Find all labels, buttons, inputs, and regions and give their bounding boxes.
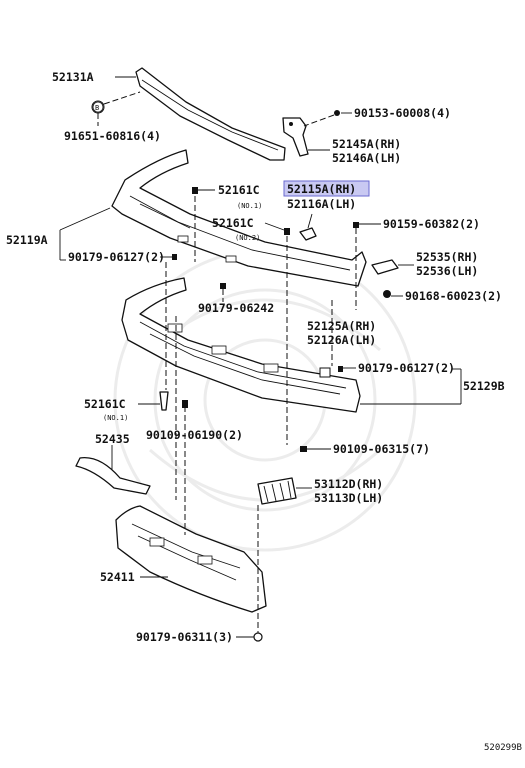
label-52161C-3: 52161C xyxy=(84,397,126,411)
label-52146A: 52146A(LH) xyxy=(332,151,401,165)
reinforcement-bar-52131A xyxy=(115,67,286,161)
nut-90179-06242 xyxy=(220,283,226,302)
screw-90168 xyxy=(383,290,403,298)
label-52129B: 52129B xyxy=(463,379,505,393)
label-90179-06127-b: 90179-06127(2) xyxy=(358,361,455,375)
bracket-52535 xyxy=(371,259,414,275)
label-52115A: 52115A(RH) xyxy=(287,182,356,196)
label-52435: 52435 xyxy=(95,432,130,446)
bracket-52115A xyxy=(299,213,317,241)
part-52125A xyxy=(319,366,356,378)
label-90179-06127-a: 90179-06127(2) xyxy=(68,250,165,264)
label-52131A: 52131A xyxy=(52,70,94,84)
label-52535: 52535(RH) xyxy=(416,250,478,264)
bumper-reinforcement-52129B xyxy=(121,277,462,413)
bracket-52145A xyxy=(282,117,330,157)
label-52161C-3-note: (NO.1) xyxy=(103,414,128,422)
label-90109-06190: 90109-06190(2) xyxy=(146,428,243,442)
label-52411: 52411 xyxy=(100,570,135,584)
label-52536: 52536(LH) xyxy=(416,264,478,278)
grille-53112D xyxy=(257,477,312,505)
label-91651: 91651-60816(4) xyxy=(64,129,161,143)
b-marker-letter: B xyxy=(95,104,99,112)
assembly-dash-lines xyxy=(165,196,357,633)
label-90179-06242: 90179-06242 xyxy=(198,301,274,315)
bumper-cover-52119A xyxy=(111,149,367,287)
label-52126A: 52126A(LH) xyxy=(307,333,376,347)
label-52161C-2: 52161C xyxy=(212,216,254,230)
label-90153: 90153-60008(4) xyxy=(354,106,451,120)
b-marker: B xyxy=(92,101,104,113)
reference-code: 520299B xyxy=(484,743,522,753)
leader-52119A xyxy=(59,207,177,261)
label-52161C-1-note: (NO.1) xyxy=(237,202,262,210)
label-90179-06311: 90179-06311(3) xyxy=(136,630,233,644)
clip-52161C-no2 xyxy=(264,222,290,235)
label-90159: 90159-60382(2) xyxy=(383,217,480,231)
bolt-90109-06190 xyxy=(182,400,188,408)
label-90109-06315: 90109-06315(7) xyxy=(333,442,430,456)
bolt-90109-06315 xyxy=(300,446,331,452)
label-53113D: 53113D(LH) xyxy=(314,491,383,505)
label-52161C-1: 52161C xyxy=(218,183,260,197)
clip-52161C-no1-lower xyxy=(138,391,169,411)
label-90168: 90168-60023(2) xyxy=(405,289,502,303)
nut-90179-06311 xyxy=(236,632,263,642)
spoiler-52411 xyxy=(115,505,267,613)
bolt-90153 xyxy=(303,110,352,127)
label-53112D: 53112D(RH) xyxy=(314,477,383,491)
screw-90159 xyxy=(353,222,381,228)
label-52119A: 52119A xyxy=(6,233,48,247)
label-52125A: 52125A(RH) xyxy=(307,319,376,333)
highlight-52115A xyxy=(283,180,370,197)
label-52145A: 52145A(RH) xyxy=(332,137,401,151)
label-52161C-2-note: (NO.2) xyxy=(235,234,260,242)
clip-52161C-no1-upper xyxy=(192,187,215,194)
molding-52435 xyxy=(75,445,151,495)
label-52116A: 52116A(LH) xyxy=(287,197,356,211)
